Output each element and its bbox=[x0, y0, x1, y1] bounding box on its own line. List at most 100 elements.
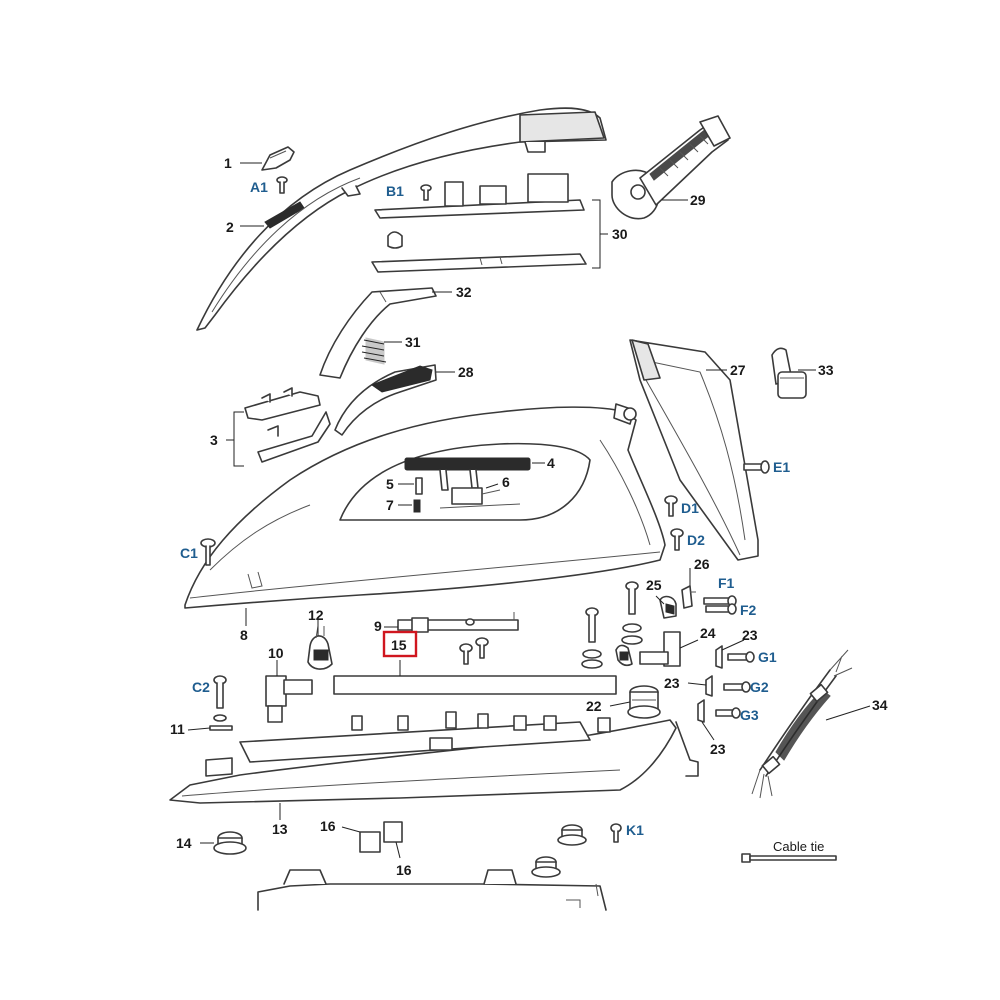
label-k1: K1 bbox=[626, 822, 644, 838]
label-a1: A1 bbox=[250, 179, 268, 195]
screw-g1 bbox=[727, 651, 755, 663]
part-3-holders bbox=[244, 387, 331, 463]
leader-lines bbox=[187, 162, 871, 859]
label-p31: 31 bbox=[405, 334, 421, 350]
part-9-rod bbox=[397, 612, 519, 633]
label-p32: 32 bbox=[456, 284, 472, 300]
cable-tie bbox=[741, 853, 837, 863]
label-p23c: 23 bbox=[710, 741, 726, 757]
label-p5: 5 bbox=[386, 476, 394, 492]
label-p33: 33 bbox=[818, 362, 834, 378]
highlight-box-15 bbox=[382, 630, 418, 658]
screw-c1 bbox=[200, 538, 216, 566]
screw-d2 bbox=[670, 528, 684, 551]
part-5-pin bbox=[415, 477, 423, 495]
part-4-bar bbox=[404, 457, 531, 491]
screw-b1 bbox=[420, 184, 432, 201]
part-16-pad-a bbox=[359, 831, 381, 853]
part-1-clip bbox=[261, 146, 295, 171]
part-7-screw bbox=[413, 499, 421, 513]
label-p24: 24 bbox=[700, 625, 716, 641]
screw-mid-a bbox=[459, 643, 473, 665]
screw-k1 bbox=[610, 823, 622, 843]
bracket-3 bbox=[226, 411, 244, 467]
label-p11: 11 bbox=[170, 721, 185, 737]
part-33-knob bbox=[771, 347, 807, 399]
part-16-pad-b bbox=[383, 821, 403, 843]
label-p6: 6 bbox=[502, 474, 510, 490]
label-p1: 1 bbox=[224, 155, 232, 171]
label-c1: C1 bbox=[180, 545, 198, 561]
part-14-grommet bbox=[213, 831, 247, 855]
part-34-wire-bundle bbox=[751, 649, 853, 799]
label-g1: G1 bbox=[758, 649, 777, 665]
label-p16b: 16 bbox=[396, 862, 412, 878]
label-d2: D2 bbox=[687, 532, 705, 548]
label-f1: F1 bbox=[718, 575, 735, 591]
label-p23b: 23 bbox=[664, 675, 680, 691]
label-p25: 25 bbox=[646, 577, 662, 593]
label-p10: 10 bbox=[268, 645, 284, 661]
label-p12: 12 bbox=[308, 607, 324, 623]
label-p9: 9 bbox=[374, 618, 382, 634]
part-23-clip-b bbox=[705, 675, 713, 697]
part-31-spring bbox=[361, 337, 387, 365]
part-29-cord-guard bbox=[611, 115, 731, 220]
label-p15: 15 bbox=[391, 637, 407, 653]
part-26-clip bbox=[681, 585, 696, 609]
label-p23a: 23 bbox=[742, 627, 758, 643]
part-23-clip-a bbox=[715, 645, 723, 669]
part-30-control-board bbox=[371, 173, 587, 273]
label-b1: B1 bbox=[386, 183, 404, 199]
label-p26: 26 bbox=[694, 556, 710, 572]
label-f2: F2 bbox=[740, 602, 757, 618]
part-23-clip-c bbox=[697, 699, 705, 723]
label-d1: D1 bbox=[681, 500, 699, 516]
screw-a1 bbox=[276, 176, 288, 194]
label-p2: 2 bbox=[226, 219, 234, 235]
label-p28: 28 bbox=[458, 364, 474, 380]
label-p13: 13 bbox=[272, 821, 288, 837]
part-6-thermostat bbox=[439, 487, 521, 509]
grommet-right-b bbox=[531, 856, 561, 878]
label-p30: 30 bbox=[612, 226, 628, 242]
screw-d1 bbox=[664, 495, 678, 517]
part-32-lever bbox=[319, 287, 437, 379]
label-p7: 7 bbox=[386, 497, 394, 513]
label-p16a: 16 bbox=[320, 818, 336, 834]
label-p4: 4 bbox=[547, 455, 555, 471]
screw-g2 bbox=[723, 681, 751, 693]
bracket-30 bbox=[592, 199, 608, 269]
soleplate-partial bbox=[257, 869, 607, 911]
part-25-connector bbox=[659, 595, 677, 619]
grommet-right-a bbox=[557, 824, 587, 846]
part-28-button bbox=[334, 364, 437, 436]
label-g2: G2 bbox=[750, 679, 769, 695]
part-10-elbow bbox=[265, 675, 313, 723]
label-p14: 14 bbox=[176, 835, 192, 851]
screw-f2 bbox=[705, 603, 737, 615]
screw-e1 bbox=[743, 460, 770, 474]
label-c2: C2 bbox=[192, 679, 210, 695]
bolt-long-right bbox=[621, 581, 643, 645]
part-labels: 1 A1 2 B1 29 30 32 31 28 27 33 3 4 E1 5 … bbox=[170, 155, 888, 878]
label-p34: 34 bbox=[872, 697, 888, 713]
label-p22: 22 bbox=[586, 698, 602, 714]
screw-mid-b bbox=[475, 637, 489, 659]
part-22-seat bbox=[627, 685, 661, 719]
label-p27: 27 bbox=[730, 362, 746, 378]
label-p29: 29 bbox=[690, 192, 706, 208]
main-body-shell bbox=[184, 403, 666, 609]
screw-c2 bbox=[213, 675, 227, 722]
part-13-base bbox=[169, 711, 699, 804]
label-e1: E1 bbox=[773, 459, 790, 475]
label-p8: 8 bbox=[240, 627, 248, 643]
part-27-rear-cover bbox=[629, 339, 759, 561]
part-11-pin bbox=[209, 725, 233, 731]
label-cable-tie: Cable tie bbox=[773, 839, 824, 854]
part-12-fuse bbox=[307, 625, 333, 670]
screw-g3 bbox=[715, 707, 741, 719]
bolt-long-left bbox=[581, 607, 603, 669]
label-p3: 3 bbox=[210, 432, 218, 448]
